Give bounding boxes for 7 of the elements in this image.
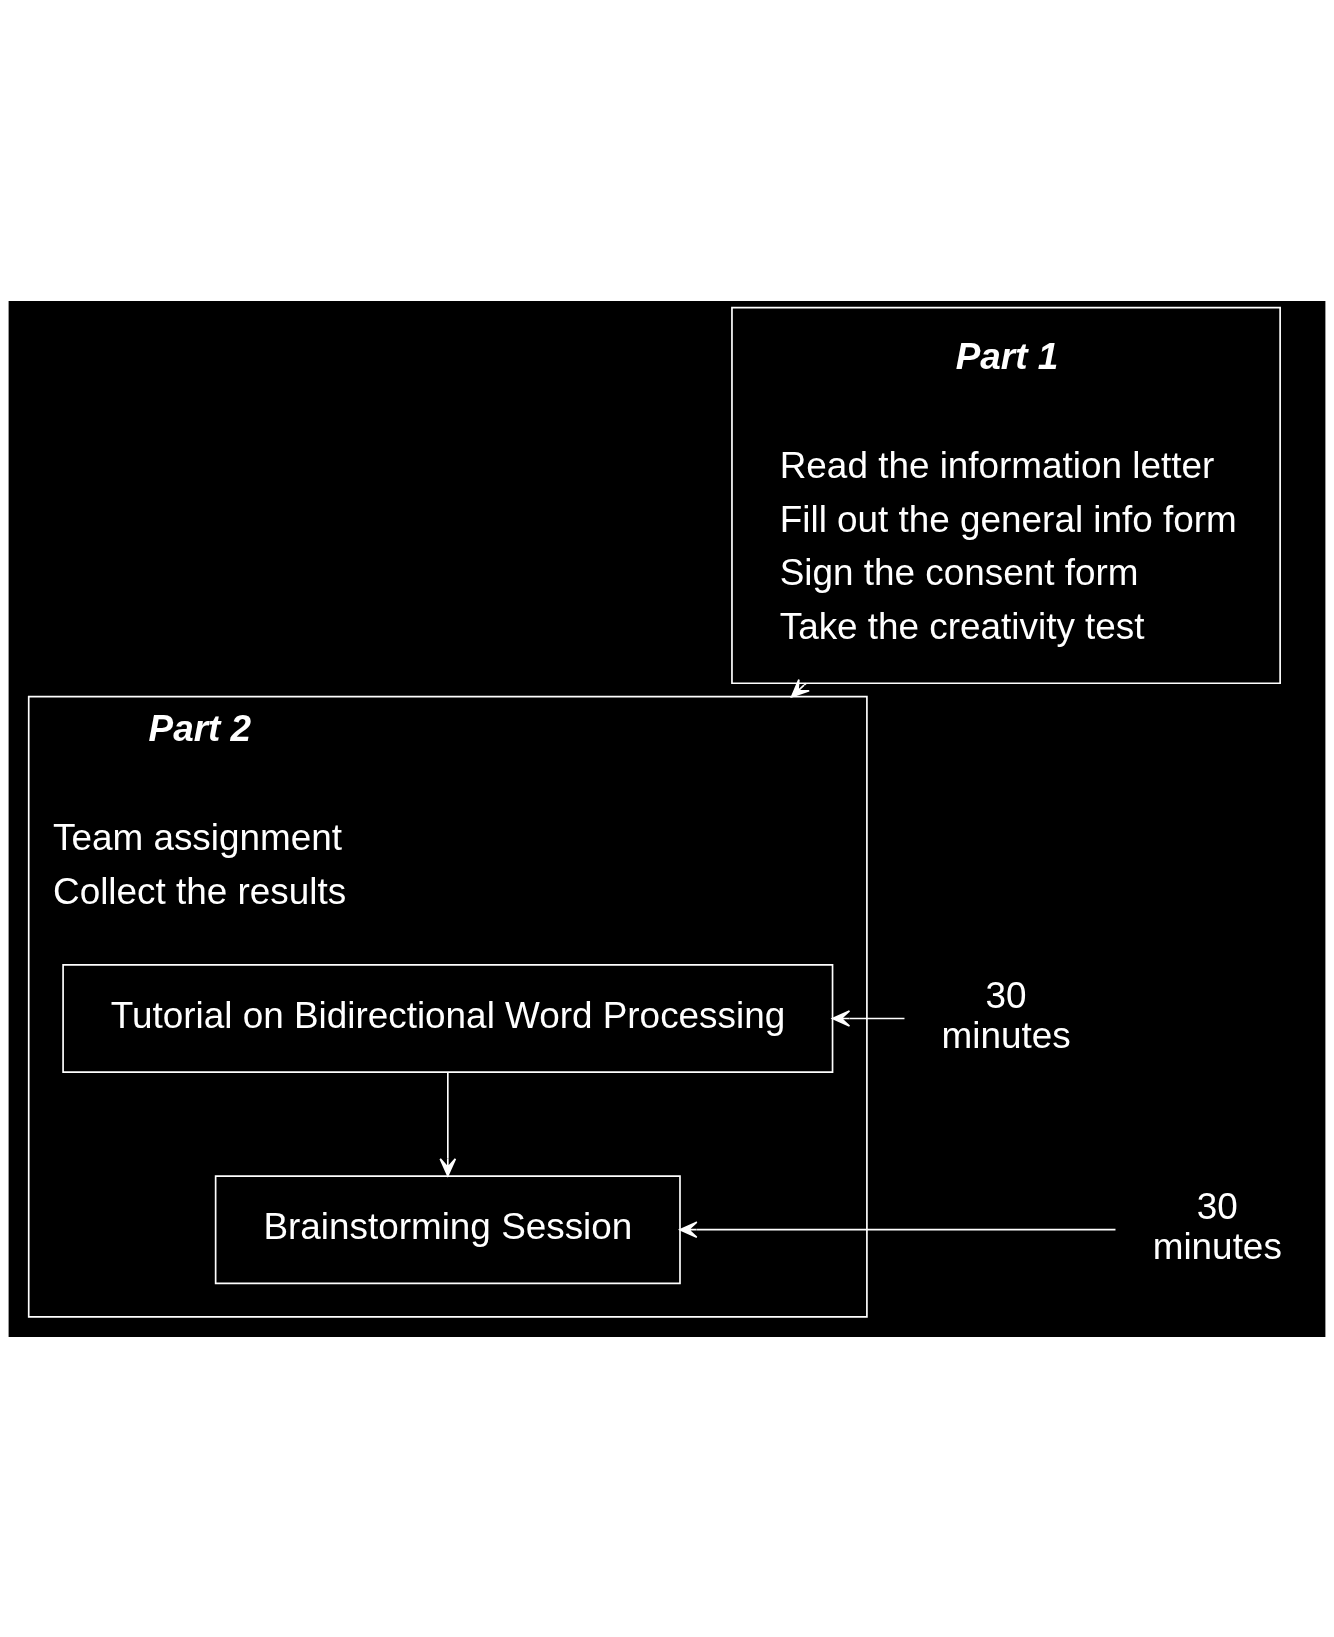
arrow (439, 1071, 457, 1176)
node-text: 30 minutes (1152, 1185, 1282, 1267)
arrow (831, 1009, 906, 1027)
arrow (679, 1220, 1117, 1238)
node-text: 30 minutes (941, 974, 1071, 1056)
node-box: Brainstorming Session (214, 1174, 681, 1284)
node-box: Tutorial on Bidirectional Word Processing (62, 963, 834, 1073)
